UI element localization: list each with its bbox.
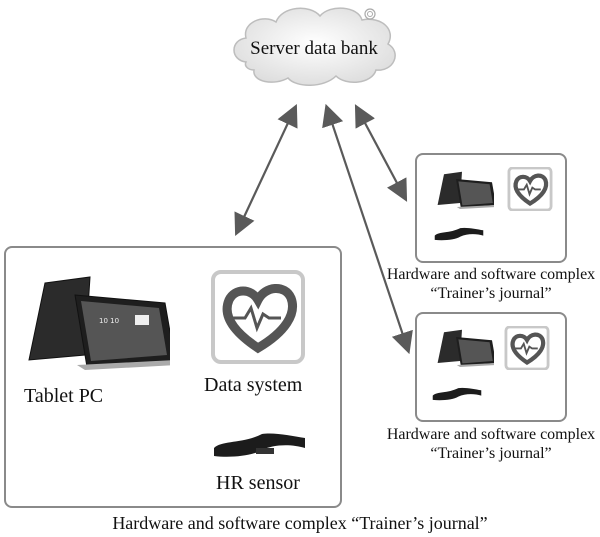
chest-strap-icon <box>432 387 482 401</box>
data-system-label: Data system <box>204 374 303 396</box>
chest-strap-icon <box>214 433 305 457</box>
arrow-server-remote-1 <box>354 104 408 202</box>
arrow-server-remote-2 <box>322 103 413 355</box>
heart-pulse-icon <box>211 270 305 364</box>
server-data-bank-node: Server data bank <box>226 0 402 90</box>
main-complex-caption: Hardware and software complex “Trainer’s… <box>112 513 488 533</box>
caption-line-1: Hardware and software complex <box>386 266 596 283</box>
tablet-icon <box>437 171 494 209</box>
caption-line-2: “Trainer’s journal” <box>430 285 552 302</box>
remote-complex-caption-2: Hardware and software complex “Trainer’s… <box>371 425 600 463</box>
caption-line-2: “Trainer’s journal” <box>430 445 552 462</box>
hr-sensor-label: HR sensor <box>216 472 300 494</box>
server-label: Server data bank <box>250 38 378 59</box>
cloud-icon <box>233 7 396 86</box>
tablet-label: Tablet ΡC <box>24 385 104 407</box>
tablet-icon <box>437 329 494 367</box>
arrow-server-main <box>234 104 298 236</box>
chest-strap-icon <box>434 227 484 241</box>
heart-pulse-icon <box>507 167 553 211</box>
caption-line-1: Hardware and software complex <box>386 426 596 443</box>
svg-text:10 10: 10 10 <box>99 317 119 325</box>
remote-complex-caption-1: Hardware and software complex “Trainer’s… <box>371 265 600 303</box>
tablet-icon: 10 10 <box>28 276 170 370</box>
heart-pulse-icon <box>504 326 550 370</box>
